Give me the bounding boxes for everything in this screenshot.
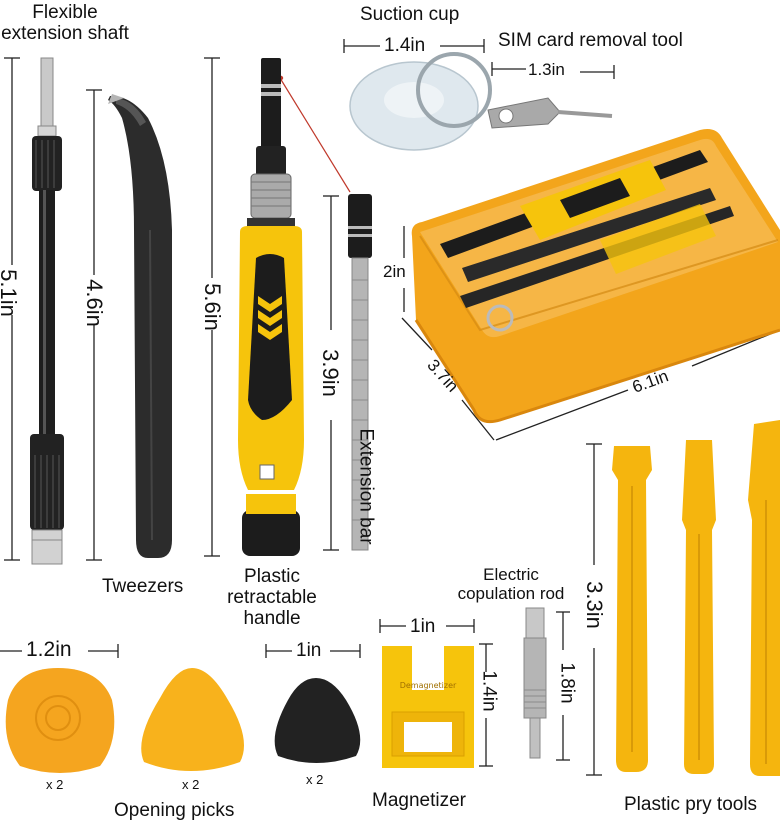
qty-pick-yellow: x 2	[182, 777, 200, 792]
pry-tool-1	[612, 446, 652, 772]
storage-case	[411, 129, 780, 424]
dim-case-height: 2in	[383, 262, 406, 281]
dim-pick-small: 1in	[296, 640, 322, 661]
flexible-shaft	[30, 57, 64, 565]
dim-shaft: 5.1in	[0, 269, 21, 317]
dim-pry: 3.3in	[581, 581, 607, 629]
dim-bar: 3.9in	[317, 349, 343, 397]
qty-pick-orange: x 2	[46, 777, 64, 792]
electric-rod-label: Electric copulation rod	[436, 565, 586, 603]
screwdriver-handle	[238, 58, 304, 556]
dim-magnetizer-width: 1in	[410, 616, 436, 637]
handle-label-line2: retractable	[227, 587, 317, 608]
pry-tools-label: Plastic pry tools	[624, 794, 758, 815]
dim-suction: 1.4in	[384, 35, 426, 56]
opening-picks-label: Opening picks	[114, 800, 235, 821]
extension-bar-label: Extension bar	[355, 428, 377, 545]
shaft-label-line2: extension shaft	[1, 23, 129, 44]
shaft-label: Flexible extension shaft	[0, 2, 140, 44]
sim-tool-label: SIM card removal tool	[498, 30, 683, 51]
magnetizer-label: Magnetizer	[372, 790, 466, 811]
sim-removal-tool	[487, 97, 613, 129]
electric-rod-line1: Electric	[483, 565, 539, 584]
dim-rod: 1.8in	[556, 662, 578, 704]
dim-tweezers: 4.6in	[81, 279, 107, 327]
dim-sim: 1.3in	[528, 60, 565, 79]
dimension-lines	[0, 39, 780, 776]
tweezers-label: Tweezers	[102, 576, 184, 597]
shaft-label-line1: Flexible	[32, 2, 98, 23]
dim-pick-large: 1.2in	[26, 638, 72, 661]
opening-pick-orange	[5, 668, 115, 773]
opening-pick-yellow	[141, 668, 244, 771]
dim-magnetizer-height: 1.4in	[478, 670, 500, 712]
suction-cup	[349, 52, 492, 151]
opening-pick-black	[274, 678, 361, 763]
tweezers	[108, 94, 172, 558]
pry-tool-2	[682, 440, 716, 774]
pointer-line	[279, 77, 351, 193]
qty-pick-black: x 2	[306, 772, 324, 787]
suction-cup-label: Suction cup	[360, 4, 460, 25]
handle-label-line1: Plastic	[244, 566, 300, 587]
handle-label: Plastic retractable handle	[206, 566, 338, 629]
extension-bar	[348, 194, 372, 551]
dim-handle: 5.6in	[199, 283, 225, 331]
electric-rod	[523, 607, 547, 759]
electric-rod-line2: copulation rod	[457, 584, 565, 603]
magnetizer-brand: Demagnetizer	[400, 681, 457, 690]
magnetizer: Demagnetizer	[382, 646, 474, 768]
pry-tool-3	[748, 420, 780, 776]
handle-label-line3: handle	[243, 608, 301, 629]
